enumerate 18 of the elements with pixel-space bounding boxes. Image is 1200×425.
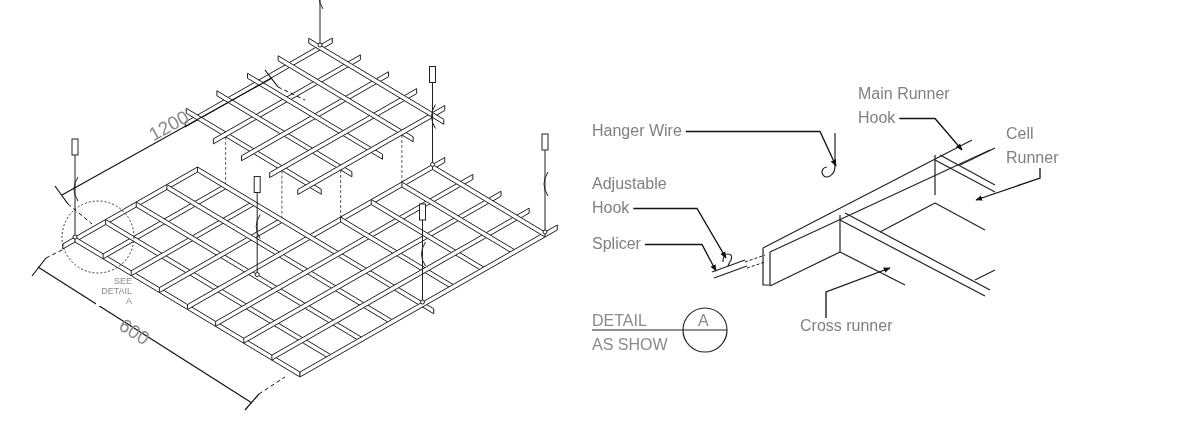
detail-title: AS SHOW bbox=[592, 335, 668, 355]
callout-label: Splicer bbox=[592, 235, 641, 252]
leader-line bbox=[644, 243, 717, 272]
callout-label: Main Runner Hook bbox=[858, 85, 950, 126]
dimension-label: 1200 bbox=[144, 105, 194, 148]
detail-title: DETAIL bbox=[592, 311, 647, 331]
dimension-label: 600 bbox=[114, 313, 155, 352]
leader-line bbox=[825, 267, 891, 319]
callout-label: Cross runner bbox=[800, 317, 893, 334]
leader-line bbox=[898, 117, 963, 151]
callout-label: Adjustable Hook bbox=[592, 175, 667, 216]
detail-title: A bbox=[698, 311, 709, 331]
leader-line bbox=[685, 130, 837, 167]
leader-line bbox=[632, 207, 727, 259]
detail-reference: SEE DETAIL A bbox=[96, 276, 132, 306]
callout-label: Cell Runner bbox=[1006, 125, 1059, 166]
leader-line bbox=[975, 167, 1041, 201]
callout-label: Hanger Wire bbox=[592, 122, 682, 139]
